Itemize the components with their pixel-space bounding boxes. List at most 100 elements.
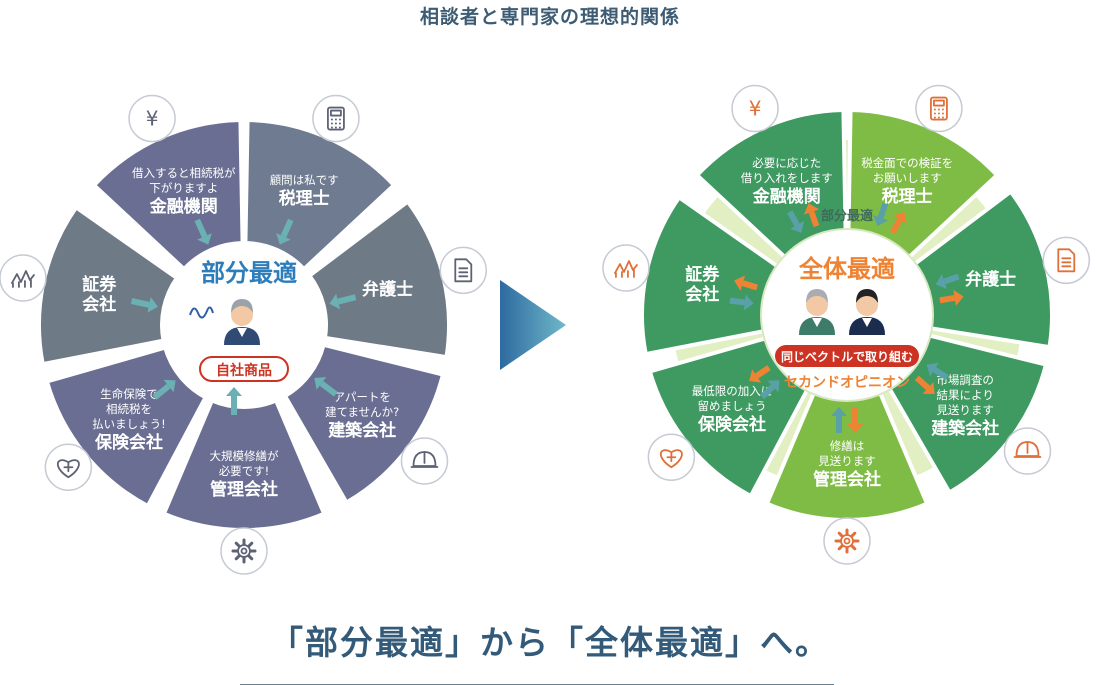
right-inward-arrow <box>760 380 780 400</box>
scribble-icon <box>189 306 214 319</box>
right-inward-arrow <box>831 407 847 433</box>
left-inward-arrow <box>194 218 212 245</box>
right-inward-arrow <box>926 362 949 381</box>
segment-desc: 借り入れをします <box>741 171 833 185</box>
segment-desc: 見送ります <box>818 454 876 468</box>
segment-desc: 建てませんか? <box>325 405 399 419</box>
heart-icon <box>647 433 696 481</box>
segment-name: 弁護士 <box>965 269 1016 290</box>
document-icon <box>439 246 488 295</box>
segment-name: 証券 <box>82 274 117 295</box>
banner-label: 同じベクトルで取り組む <box>781 349 913 364</box>
chart-icon <box>602 244 650 292</box>
segment-name: 保険会社 <box>697 414 766 435</box>
segment-desc: 必要に応じた <box>752 156 821 170</box>
segment-desc: アパートを <box>334 390 391 404</box>
left-inward-arrow <box>226 387 242 415</box>
right-inward-arrow <box>787 210 805 233</box>
right-outward-arrow <box>847 407 863 433</box>
helmet-icon <box>400 437 449 485</box>
segment-desc: 見送ります <box>936 403 994 417</box>
segment-desc: お願いします <box>873 171 942 185</box>
segment-name: 金融機関 <box>752 186 821 207</box>
segment-desc: 借入すると相続税が <box>132 166 236 180</box>
right-center-title: 全体最適 <box>798 255 895 283</box>
right-inward-arrow <box>872 202 889 227</box>
yen-icon: ¥ <box>128 94 176 143</box>
segment-name: 会社 <box>685 284 719 305</box>
left-inward-arrow <box>152 379 176 400</box>
vector-banner: 同じベクトルで取り組む <box>775 345 919 367</box>
left-inward-arrow <box>130 297 158 313</box>
segment-desc: 修繕は <box>830 439 865 453</box>
calculator-icon <box>915 84 963 133</box>
segment-name: 金融機関 <box>149 196 218 217</box>
right-outward-arrow <box>749 365 771 383</box>
segment-name: 税理士 <box>279 188 330 209</box>
right-outward-arrow <box>939 290 964 306</box>
left-inward-arrow <box>314 376 338 397</box>
right-outward-arrow <box>914 375 935 394</box>
segment-desc: 税金面での検証を <box>861 156 953 170</box>
gear-icon <box>220 527 268 575</box>
gear-icon <box>823 517 871 565</box>
right-outward-arrow <box>889 211 907 235</box>
segment-desc: 市場調査の <box>936 373 994 387</box>
segment-desc: 留めましょう <box>697 399 766 413</box>
right-outward-arrow <box>734 275 758 291</box>
page-title: 相談者と専門家の理想的関係 <box>419 6 680 28</box>
segment-name: 保険会社 <box>94 432 163 453</box>
segment-desc: 大規模修繕が <box>210 449 279 463</box>
right-outward-arrow <box>803 203 820 228</box>
segment-desc: 相続税を <box>106 402 152 416</box>
tagline: 「部分最適」から「全体最適」へ。 <box>270 623 830 662</box>
segment-desc: 結果により <box>937 388 994 402</box>
segment-name: 管理会社 <box>813 469 881 490</box>
segment-name: 税理士 <box>882 186 933 207</box>
segment-desc: 払いましょう! <box>92 417 166 431</box>
right-inward-arrow <box>729 294 754 311</box>
svg-text:¥: ¥ <box>146 107 159 131</box>
badge-label: 自社商品 <box>216 362 272 379</box>
left-center-title: 部分最適 <box>201 259 297 287</box>
left-center-badge: 自社商品 <box>199 356 289 382</box>
left-inward-arrow <box>329 293 357 310</box>
ring-label: 部分最適 <box>821 208 873 224</box>
client-figure <box>799 289 835 335</box>
advisor-figure <box>849 289 885 335</box>
consultant-figure <box>224 299 260 345</box>
helmet-icon <box>1003 427 1052 475</box>
segment-name: 会社 <box>82 294 116 315</box>
svg-text:¥: ¥ <box>749 97 762 121</box>
segment-name: 管理会社 <box>210 479 278 500</box>
segment-name: 建築会社 <box>328 420 396 441</box>
left-inward-arrow <box>276 218 294 245</box>
segment-name: 証券 <box>685 264 720 285</box>
yen-icon: ¥ <box>731 84 779 133</box>
segment-desc: 最低限の加入に <box>692 384 773 398</box>
segment-desc: 下がりますよ <box>149 181 218 195</box>
next-arrow-icon <box>500 280 566 370</box>
segment-2: 弁護士 <box>306 198 488 360</box>
document-icon <box>1042 236 1091 285</box>
segment-desc: 生命保険で <box>100 387 158 401</box>
chart-icon <box>0 254 47 302</box>
segment-desc: 顧問は私です <box>270 173 339 187</box>
segment-name: 建築会社 <box>931 418 999 439</box>
right-inward-arrow <box>935 273 960 290</box>
heart-icon <box>44 443 93 491</box>
segment-name: 弁護士 <box>362 279 413 300</box>
